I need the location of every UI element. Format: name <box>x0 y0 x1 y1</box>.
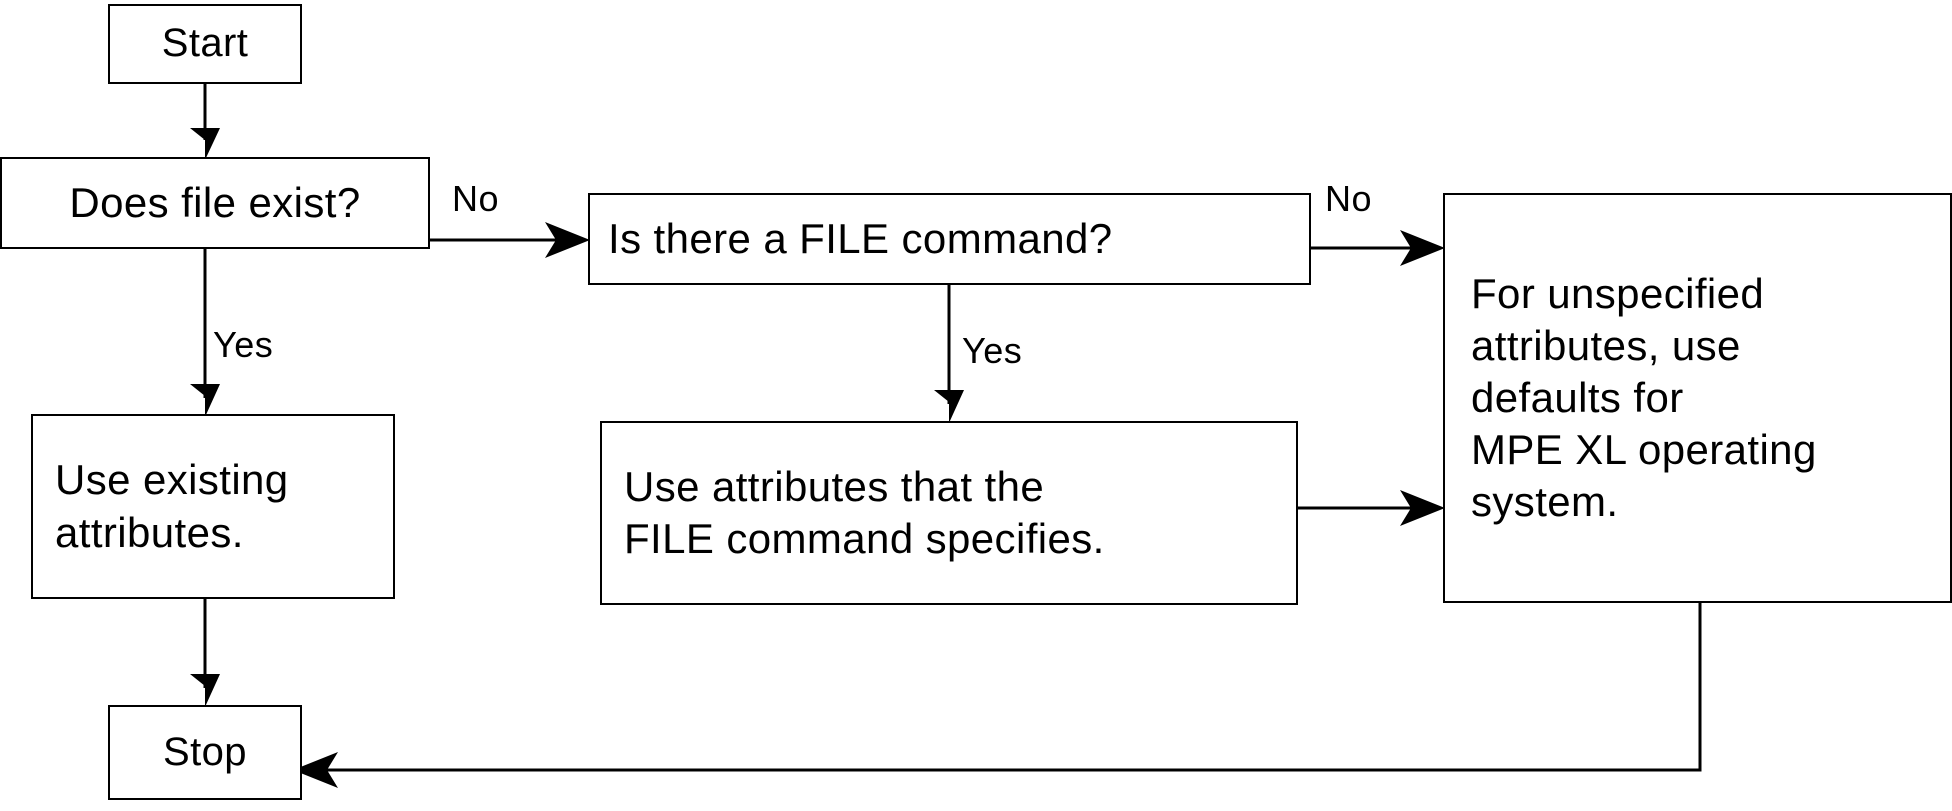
edge-label-yes-1: Yes <box>213 324 274 365</box>
node-stop-label: Stop <box>163 729 247 774</box>
node-is-there-file-command[interactable]: Is there a FILE command? <box>588 193 1311 285</box>
node-use-existing-attributes-label: Use existing attributes. <box>55 456 289 556</box>
node-use-file-command-attributes[interactable]: Use attributes that the FILE command spe… <box>600 421 1298 605</box>
node-for-unspecified-attributes-label: For unspecified attributes, use defaults… <box>1471 269 1817 526</box>
edge-label-no-2: No <box>1325 178 1373 219</box>
node-is-there-file-command-label: Is there a FILE command? <box>608 214 1113 262</box>
node-does-file-exist[interactable]: Does file exist? <box>0 157 430 249</box>
node-start-label: Start <box>161 21 249 66</box>
edge-use-existing-to-stop <box>190 599 220 707</box>
node-use-existing-attributes[interactable]: Use existing attributes. <box>31 414 395 599</box>
edge-file-command-yes <box>934 285 964 423</box>
node-start[interactable]: Start <box>108 4 302 84</box>
edge-label-yes-2: Yes <box>962 330 1023 371</box>
node-use-file-command-attributes-label: Use attributes that the FILE command spe… <box>624 462 1105 562</box>
node-does-file-exist-label: Does file exist? <box>69 178 361 226</box>
edge-file-command-no <box>1311 230 1445 266</box>
node-for-unspecified-attributes[interactable]: For unspecified attributes, use defaults… <box>1443 193 1952 603</box>
edge-start-to-does-file-exist <box>190 84 220 160</box>
node-stop[interactable]: Stop <box>108 705 302 800</box>
edge-unspecified-to-stop <box>293 603 1702 788</box>
edge-use-file-attrs-to-unspecified <box>1298 490 1445 526</box>
edge-does-file-exist-no <box>430 222 590 258</box>
edge-label-no-1: No <box>452 178 500 219</box>
